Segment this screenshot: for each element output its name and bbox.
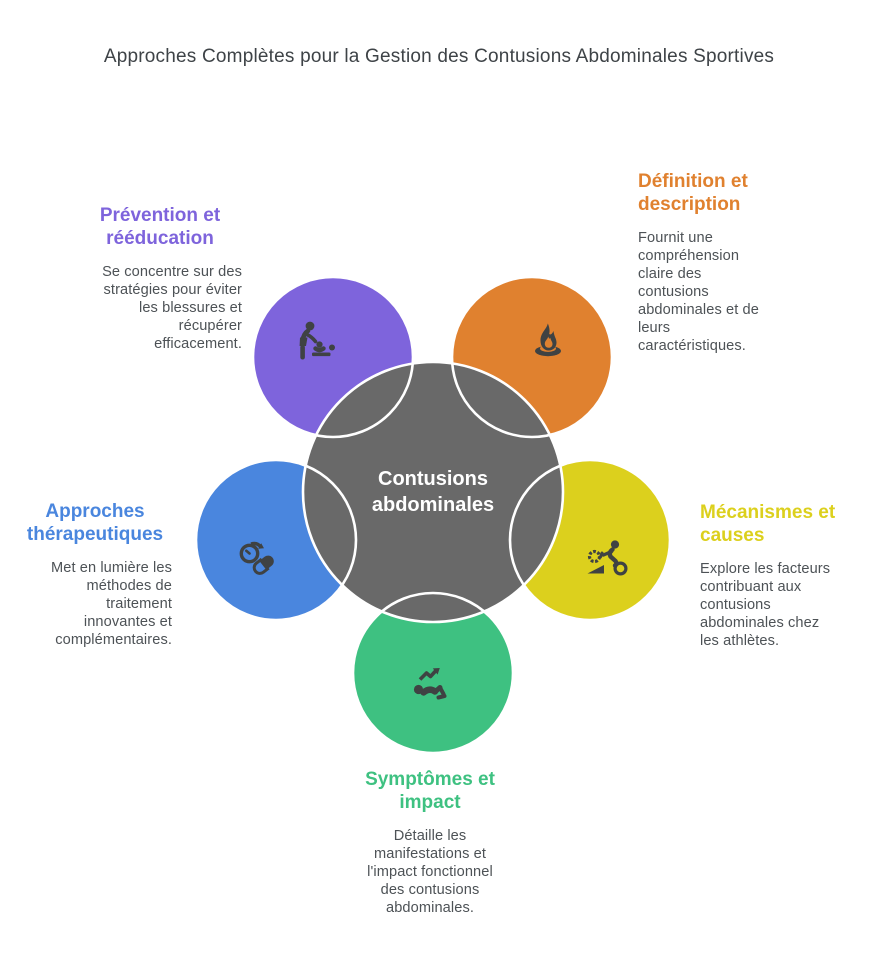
mechanisms-description: Explore les facteurs contribuant aux con… — [700, 561, 831, 649]
definition-title: Définition et description — [638, 171, 748, 215]
definition-text-block: Définition et description Fournit une co… — [638, 170, 790, 355]
prevention-description: Se concentre sur des stratégies pour évi… — [102, 264, 242, 352]
symptoms-title: Symptômes et impact — [365, 769, 495, 813]
prevention-title: Prévention et rééducation — [99, 205, 221, 249]
motocross-icon — [587, 540, 628, 576]
center-circle — [301, 360, 565, 624]
medication-time-icon — [239, 541, 274, 575]
page-title: Approches Complètes pour la Gestion des … — [103, 46, 775, 67]
therapies-title: Approches thérapeutiques — [26, 501, 164, 545]
therapies-text-block: Approches thérapeutiques Met en lumière … — [18, 500, 172, 649]
definition-description: Fournit une compréhension claire des con… — [638, 230, 759, 354]
prevention-text-block: Prévention et rééducation Se concentre s… — [78, 204, 242, 353]
circle-outlines — [194, 275, 672, 755]
situp-trend-icon — [413, 668, 447, 700]
mechanisms-title: Mécanismes et causes — [700, 502, 836, 546]
symptoms-text-block: Symptômes et impact Détaille les manifes… — [330, 768, 530, 917]
therapies-description: Met en lumière les méthodes de traitemen… — [50, 560, 172, 648]
flame-icon — [535, 323, 561, 357]
center-label: Contusions abdominales — [371, 468, 495, 516]
symptoms-description: Détaille les manifestations et l'impact … — [367, 828, 493, 916]
mechanisms-text-block: Mécanismes et causes Explore les facteur… — [700, 501, 850, 650]
caregiver-icon — [299, 321, 335, 360]
